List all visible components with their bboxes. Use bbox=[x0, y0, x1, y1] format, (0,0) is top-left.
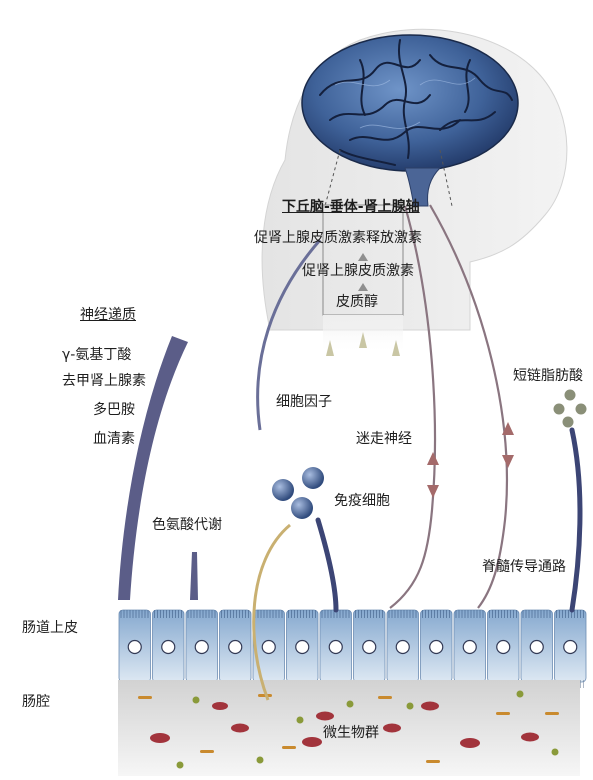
microbe bbox=[138, 696, 152, 699]
microbe bbox=[316, 712, 334, 721]
epithelial-cell bbox=[354, 610, 386, 688]
tryptophan-metabolism-label: 色氨酸代谢 bbox=[152, 516, 222, 534]
spinal-pathway-label: 脊髓传导通路 bbox=[482, 558, 566, 576]
microbe bbox=[552, 749, 559, 756]
brain-icon bbox=[302, 35, 518, 171]
epithelial-cell bbox=[119, 610, 151, 688]
microbe bbox=[347, 701, 354, 708]
acth-label: 促肾上腺皮质激素 bbox=[302, 262, 414, 280]
epithelial-cell bbox=[287, 610, 319, 688]
tryptophan-pathway bbox=[190, 552, 198, 600]
microbe bbox=[496, 712, 510, 715]
microbe bbox=[378, 696, 392, 699]
epithelial-cell bbox=[220, 610, 252, 688]
epithelial-cell bbox=[488, 610, 520, 688]
dopamine-label: 多巴胺 bbox=[93, 401, 135, 419]
immune-signal-path bbox=[318, 520, 336, 610]
scfa-pathway bbox=[572, 430, 580, 610]
intestinal-epithelium-label: 肠道上皮 bbox=[22, 619, 78, 637]
scfa-molecules-icon bbox=[554, 390, 587, 428]
vagus-arrows bbox=[427, 452, 439, 498]
microbe bbox=[212, 702, 228, 710]
microbe bbox=[177, 762, 184, 769]
norepinephrine-label: 去甲肾上腺素 bbox=[62, 372, 146, 390]
microbe bbox=[302, 737, 322, 747]
microbiota-label: 微生物群 bbox=[323, 724, 379, 742]
epithelial-cell-layer bbox=[119, 610, 586, 688]
epithelial-cell bbox=[253, 610, 285, 688]
microbe bbox=[200, 750, 214, 753]
epithelial-cell bbox=[521, 610, 553, 688]
microbe bbox=[460, 738, 480, 748]
immune-cells-label: 免疫细胞 bbox=[334, 492, 390, 510]
vagus-nerve-label: 迷走神经 bbox=[356, 430, 412, 448]
serotonin-label: 血清素 bbox=[93, 430, 135, 448]
epithelial-cell bbox=[153, 610, 185, 688]
microbe bbox=[257, 757, 264, 764]
microbe bbox=[383, 724, 401, 733]
microbe bbox=[521, 733, 539, 742]
intestinal-lumen-label: 肠腔 bbox=[22, 693, 50, 711]
microbe bbox=[407, 703, 414, 710]
scfa-label: 短链脂肪酸 bbox=[513, 367, 583, 385]
epithelial-cell bbox=[387, 610, 419, 688]
neurotransmitters-title: 神经递质 bbox=[80, 306, 136, 324]
microbe bbox=[193, 697, 200, 704]
microbe bbox=[426, 760, 440, 763]
microbe bbox=[421, 702, 439, 711]
microbe bbox=[150, 733, 170, 743]
epithelial-cell bbox=[555, 610, 587, 688]
microbe bbox=[231, 724, 249, 733]
immune-cells-icon bbox=[272, 467, 324, 519]
hpa-axis-label: 下丘脑-垂体-肾上腺轴 bbox=[282, 198, 420, 216]
microbe bbox=[517, 691, 524, 698]
microbe bbox=[545, 712, 559, 715]
epithelial-cell bbox=[421, 610, 453, 688]
cytokines-label: 细胞因子 bbox=[276, 393, 332, 411]
epithelial-cell bbox=[454, 610, 486, 688]
epithelial-cell bbox=[186, 610, 218, 688]
microbe bbox=[297, 717, 304, 724]
cortisol-label: 皮质醇 bbox=[336, 293, 378, 311]
crh-label: 促肾上腺皮质激素释放激素 bbox=[254, 229, 422, 247]
epithelial-cell bbox=[320, 610, 352, 688]
gaba-label: γ-氨基丁酸 bbox=[62, 346, 131, 364]
microbe bbox=[282, 746, 296, 749]
